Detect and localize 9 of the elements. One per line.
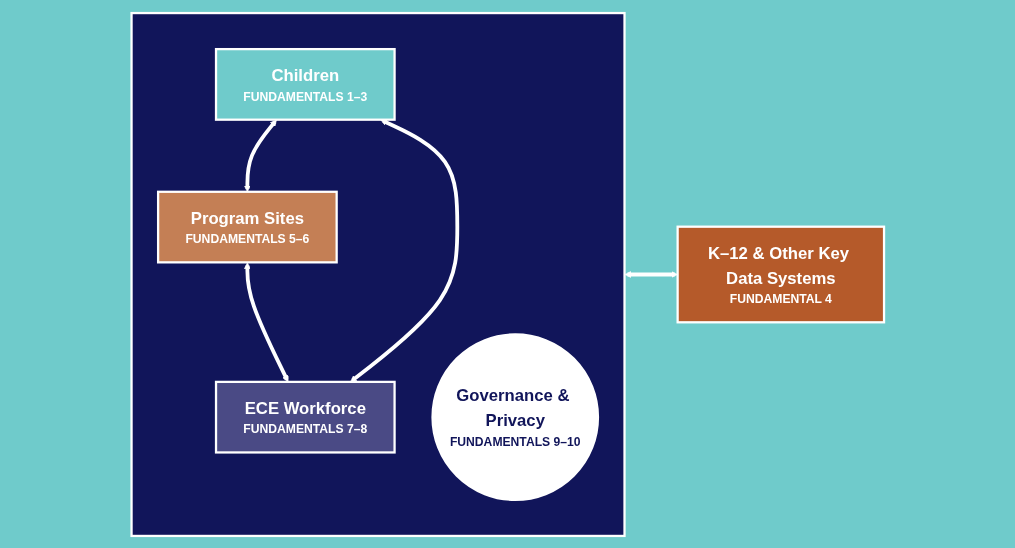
- node-box: K–12 & Other Key Data Systems FUNDAMENTAL 4: [676, 225, 885, 323]
- node-circle: Governance & Privacy FUNDAMENTALS 9–10: [431, 332, 599, 501]
- arrow: [243, 119, 277, 192]
- node-box: Children FUNDAMENTALS 1–3: [214, 47, 396, 121]
- arrow: [243, 261, 289, 382]
- node-box: ECE Workforce FUNDAMENTALS 7–8: [214, 380, 396, 454]
- arrow: [624, 270, 678, 278]
- cluster: [130, 11, 626, 537]
- node-box: Program Sites FUNDAMENTALS 5–6: [156, 190, 338, 263]
